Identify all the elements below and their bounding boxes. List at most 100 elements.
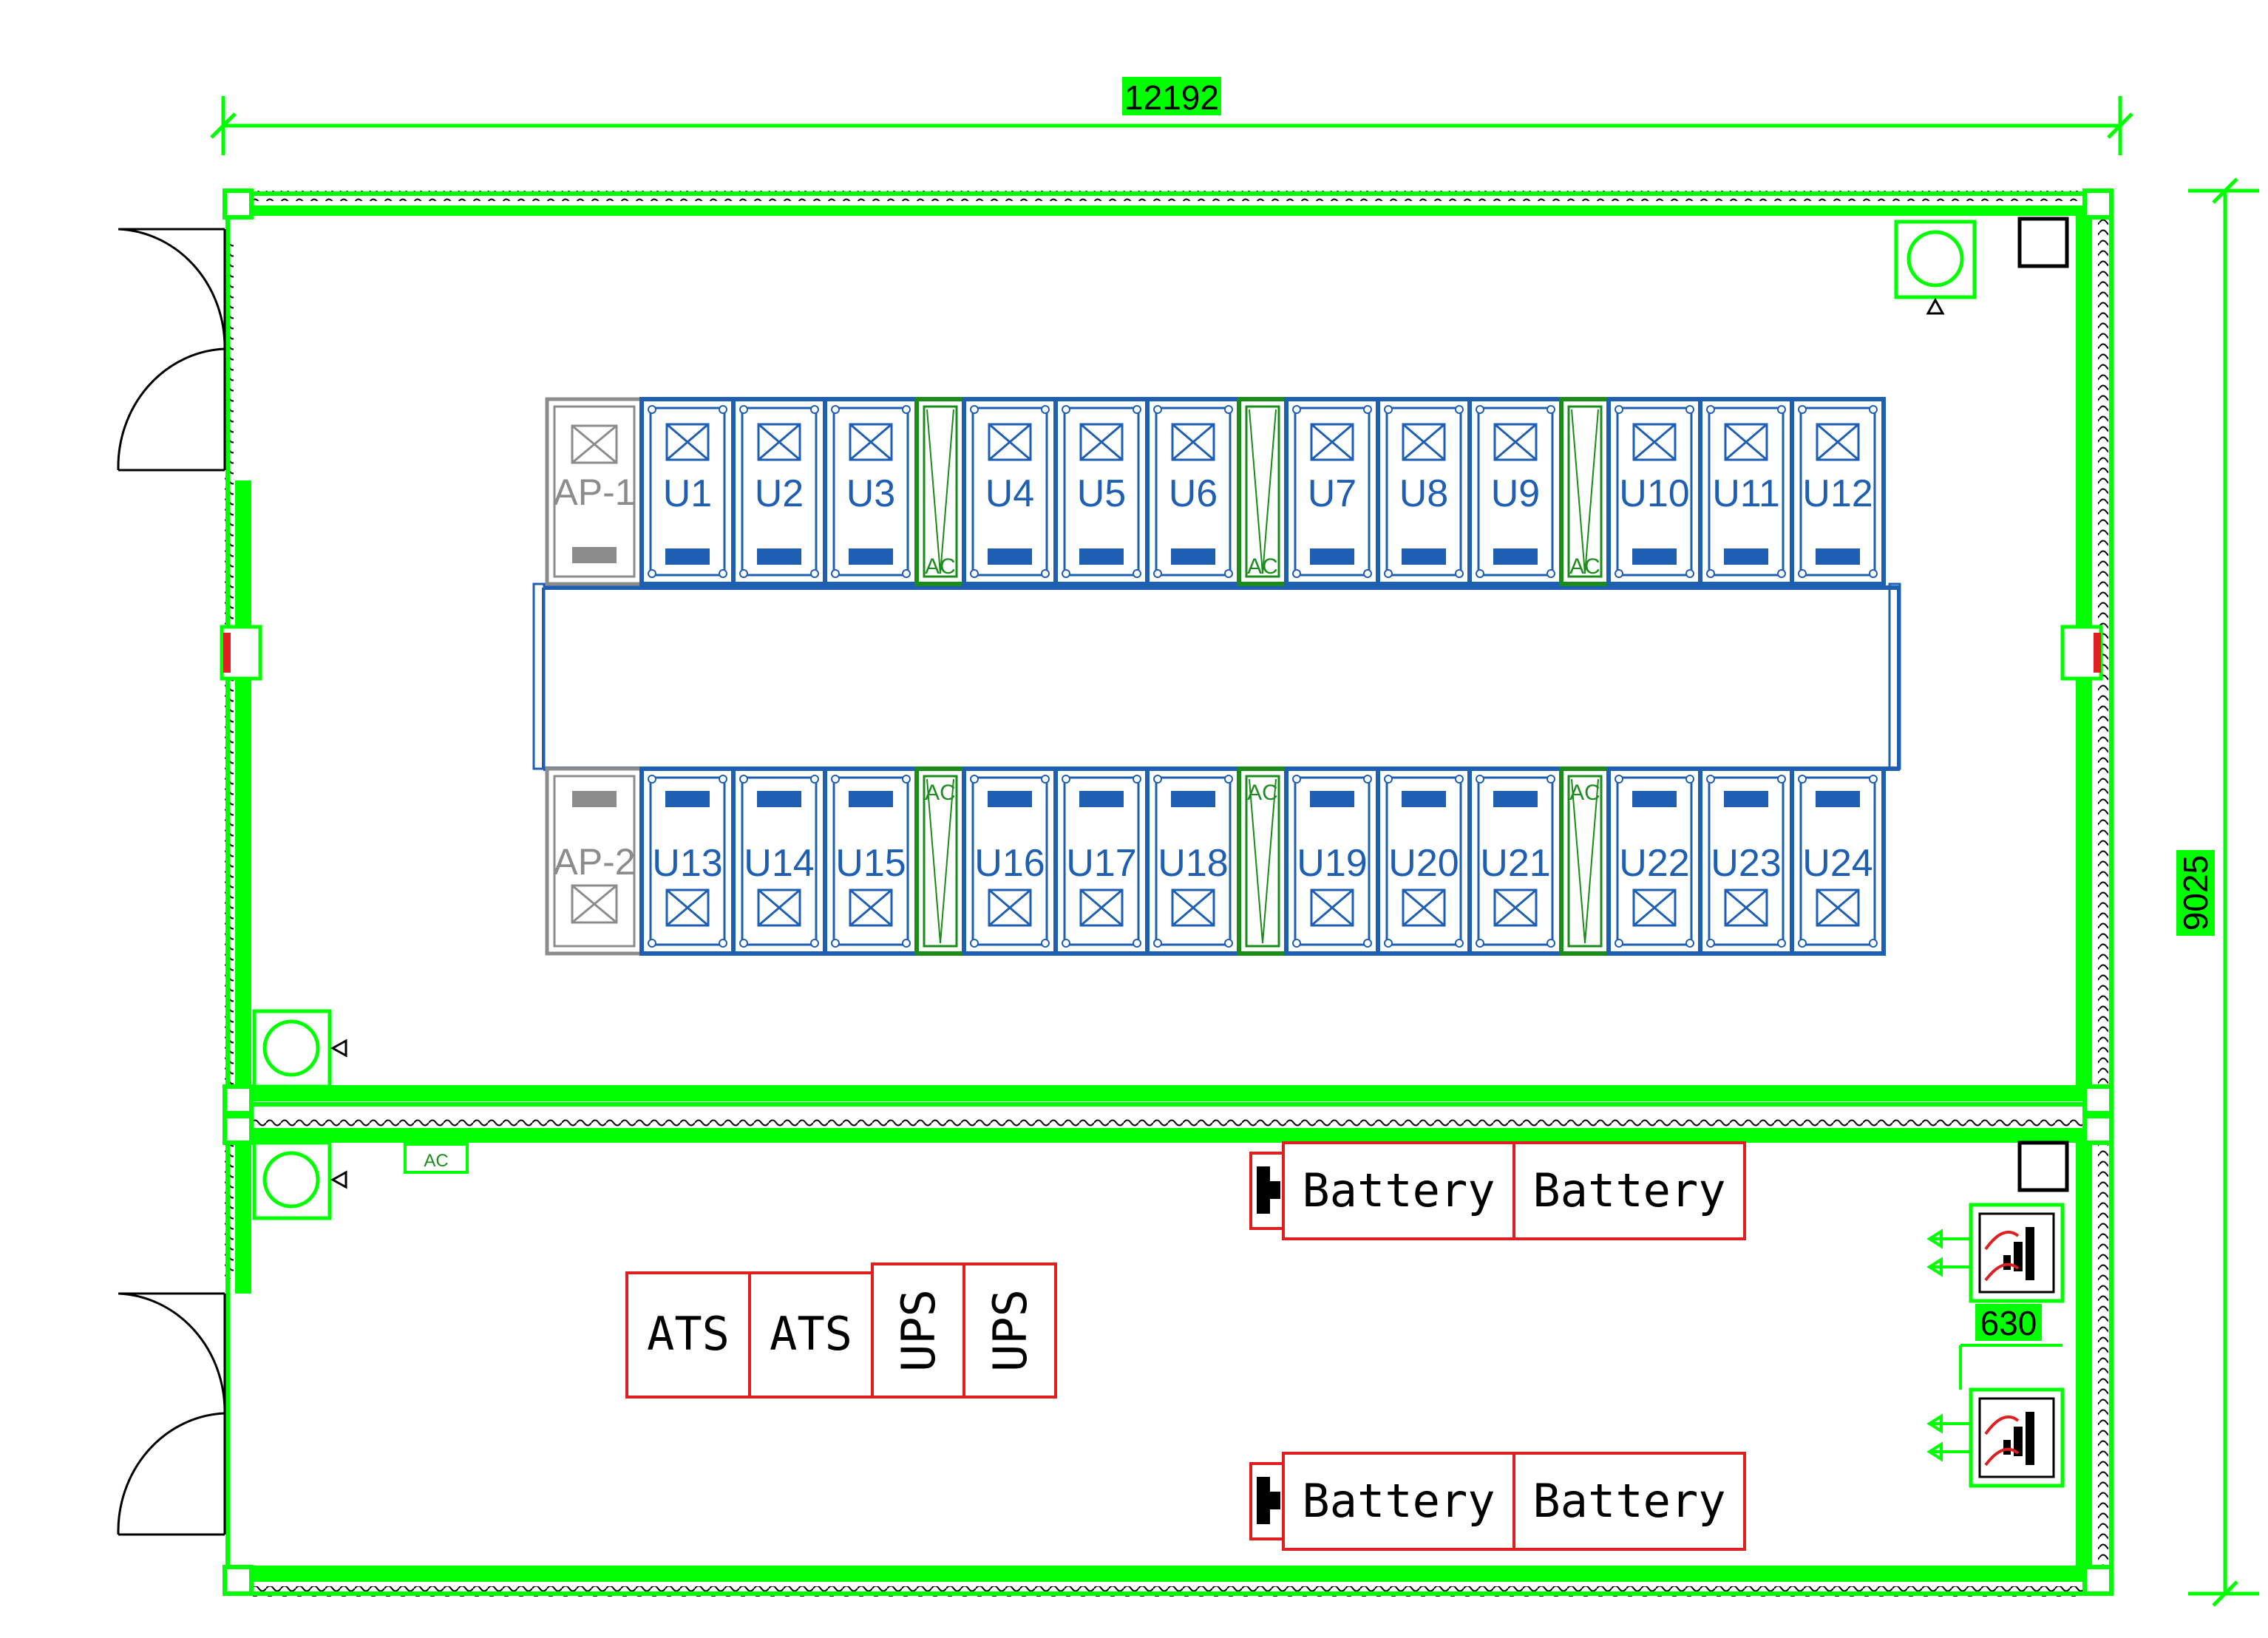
ups-label: UPS [892, 1289, 945, 1372]
cold-aisle [532, 582, 1901, 771]
rack-u20[interactable]: U20 [1376, 767, 1472, 956]
small-ac-label: AC [424, 1151, 448, 1171]
rack-label: U19 [1297, 842, 1367, 885]
rack-u13[interactable]: U13 [639, 767, 736, 956]
rack-label: U3 [846, 472, 895, 515]
width-dimension-label: 12192 [1124, 78, 1219, 117]
rack-label: U24 [1802, 842, 1873, 885]
rack-u9[interactable]: U9 [1467, 397, 1564, 586]
sensor-left-bottom [252, 1141, 347, 1220]
rack-label: U13 [652, 842, 722, 885]
rack-label: U23 [1711, 842, 1781, 885]
ac-label: AC [1569, 554, 1600, 579]
dimension-width: 12192 [210, 77, 2133, 155]
ap-cabinet[interactable]: AP-1 [545, 397, 644, 586]
ats-cabinet[interactable] [748, 1271, 874, 1399]
ac-label: AC [925, 781, 956, 805]
rack-u8[interactable]: U8 [1376, 397, 1472, 586]
rack-u1[interactable]: U1 [639, 397, 736, 586]
rack-u22[interactable]: U22 [1606, 767, 1702, 956]
rack-label: U21 [1480, 842, 1550, 885]
rack-u21[interactable]: U21 [1467, 767, 1564, 956]
battery-cabinet[interactable] [1512, 1452, 1746, 1551]
ac-unit[interactable]: AC [914, 767, 966, 956]
rack-row-bottom: AP-2 U13 U14 U15 AC U16 U17 U18 AC U19 U20 U21 AC U22… [545, 767, 1886, 956]
battery-group-bottom: Battery Battery [1249, 1452, 1746, 1551]
rack-label: U18 [1158, 842, 1228, 885]
rack-label: U16 [974, 842, 1045, 885]
rack-u14[interactable]: U14 [731, 767, 827, 956]
rack-label: U9 [1491, 472, 1540, 515]
battery-cabinet[interactable] [1282, 1452, 1515, 1551]
door-bottom[interactable] [117, 1292, 226, 1536]
rack-u5[interactable]: U5 [1053, 397, 1150, 586]
rack-label: U12 [1802, 472, 1873, 515]
sensor-left-top [252, 1009, 347, 1089]
rack-label: U6 [1169, 472, 1218, 515]
junction-box-bottom [2017, 1141, 2069, 1192]
door-top[interactable] [117, 228, 226, 472]
rack-u18[interactable]: U18 [1145, 767, 1241, 956]
rack-u23[interactable]: U23 [1698, 767, 1794, 956]
ac-label: AC [1247, 554, 1278, 579]
rack-u6[interactable]: U6 [1145, 397, 1241, 586]
ups-group: UPS UPS [871, 1263, 1057, 1399]
rack-u19[interactable]: U19 [1284, 767, 1380, 956]
rack-u15[interactable]: U15 [823, 767, 919, 956]
rack-u16[interactable]: U16 [962, 767, 1058, 956]
rack-u2[interactable]: U2 [731, 397, 827, 586]
ac-unit[interactable]: AC [1559, 767, 1611, 956]
rack-label: U22 [1619, 842, 1689, 885]
rack-label: U8 [1399, 472, 1448, 515]
ac-unit[interactable]: AC [1237, 767, 1289, 956]
rack-u4[interactable]: U4 [962, 397, 1058, 586]
ats-label: ATS [770, 1307, 852, 1361]
rack-u17[interactable]: U17 [1053, 767, 1150, 956]
rack-u11[interactable]: U11 [1698, 397, 1794, 586]
rack-label: U17 [1066, 842, 1136, 885]
container-walls [220, 188, 2113, 1597]
ap-cabinet[interactable]: AP-2 [545, 767, 644, 956]
tag-630-label: 630 [1980, 1304, 2037, 1342]
rack-u12[interactable]: U12 [1790, 397, 1886, 586]
rack-label: U1 [663, 472, 712, 515]
battery-label: Battery [1532, 1474, 1725, 1528]
ats-group: ATS ATS [625, 1271, 874, 1399]
exhaust-fan-bottom [1926, 1387, 2065, 1488]
ups-label: UPS [983, 1289, 1037, 1372]
battery-group-top: Battery Battery [1249, 1141, 1746, 1240]
ac-label: AC [1569, 781, 1600, 805]
battery-label: Battery [1532, 1163, 1725, 1217]
rack-u24[interactable]: U24 [1790, 767, 1886, 956]
ac-unit[interactable]: AC [914, 397, 966, 586]
rack-label: U15 [835, 842, 906, 885]
rack-label: U14 [744, 842, 814, 885]
rack-label: U2 [755, 472, 804, 515]
rack-label: U11 [1712, 472, 1780, 515]
ac-unit[interactable]: AC [1559, 397, 1611, 586]
ups-cabinet[interactable] [962, 1263, 1057, 1399]
battery-cabinet[interactable] [1512, 1141, 1746, 1240]
sensor-top-right [1894, 220, 1977, 315]
ats-label: ATS [647, 1307, 730, 1361]
ac-unit[interactable]: AC [1237, 397, 1289, 586]
rack-u10[interactable]: U10 [1606, 397, 1702, 586]
rack-u3[interactable]: U3 [823, 397, 919, 586]
dimension-height: 9025 [2176, 177, 2259, 1607]
junction-box-top [2017, 217, 2069, 268]
small-ac-unit: AC [404, 1143, 469, 1174]
rack-label: U4 [985, 472, 1034, 515]
rack-label: U10 [1619, 472, 1689, 515]
battery-label: Battery [1302, 1474, 1495, 1528]
rack-label: U20 [1388, 842, 1459, 885]
exhaust-fan-top [1926, 1203, 2065, 1303]
rack-label: U5 [1077, 472, 1126, 515]
rack-label: U7 [1308, 472, 1357, 515]
ap-label: AP-1 [553, 472, 635, 513]
ac-label: AC [1247, 781, 1278, 805]
tag-630: 630 [1959, 1304, 2062, 1390]
ap-label: AP-2 [553, 841, 635, 883]
rack-u7[interactable]: U7 [1284, 397, 1380, 586]
